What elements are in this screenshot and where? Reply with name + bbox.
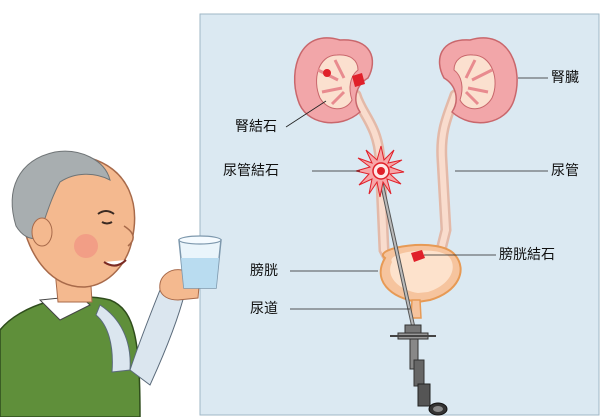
label-bladder: 膀胱 — [250, 263, 278, 279]
man-illustration — [0, 151, 200, 417]
label-kidney-stone: 腎結石 — [235, 119, 277, 135]
kidney-stone-dot-1 — [323, 69, 331, 77]
diagram-panel — [200, 14, 599, 415]
label-ureter: 尿管 — [551, 163, 579, 179]
label-ureter-stone: 尿管結石 — [223, 163, 279, 179]
label-urethra: 尿道 — [250, 301, 278, 317]
label-kidney: 腎臓 — [551, 70, 579, 86]
label-bladder-stone: 膀胱結石 — [499, 247, 555, 263]
glass-of-water-icon — [179, 236, 221, 288]
